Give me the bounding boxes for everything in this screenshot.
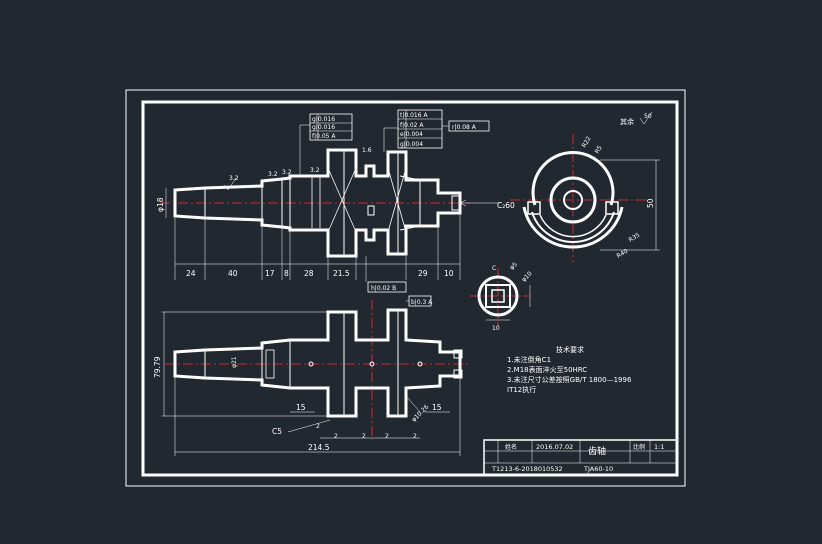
side-dim-50: 50 xyxy=(646,198,655,208)
dim-17: 17 xyxy=(265,269,275,278)
roughness-3: 3.2 xyxy=(282,169,292,176)
dim-15-right: 15 xyxy=(432,403,442,412)
inner-frame xyxy=(141,100,679,477)
scale-label: 比例 xyxy=(633,443,645,451)
outer-frame xyxy=(125,89,686,487)
dim-214-5: 214.5 xyxy=(308,443,330,452)
dim-40: 40 xyxy=(228,269,238,278)
designer: 姓名 xyxy=(505,443,517,451)
part-name: 齿轴 xyxy=(588,445,606,457)
section-label: C xyxy=(492,265,496,272)
scale-value: 1:1 xyxy=(654,443,664,451)
technical-notes: 技术要求 1.未注倒角C1 2.M18表面淬火至50HRC 3.未注尺寸公差按照… xyxy=(507,345,632,394)
drawing-number: T1213-6-2018010532 xyxy=(491,465,563,473)
chamfer-c5: C5 xyxy=(272,427,282,436)
tol-right: r|0.08 A xyxy=(452,124,477,131)
roughness-other-value: 50 xyxy=(644,113,652,120)
dim-2-c: 2 xyxy=(362,433,366,440)
section-view: C 10 φ5 φ10 xyxy=(470,261,534,332)
part-code: TJA60-10 xyxy=(583,465,613,473)
tol-bottom: h|0.02 B xyxy=(371,285,396,292)
tol-left-3: f|0.05 A xyxy=(312,133,336,140)
roughness-other: 其余 50 xyxy=(620,111,653,126)
dim-8: 8 xyxy=(284,269,289,278)
dim-height-79-79: 79.79 xyxy=(153,356,162,378)
side-view: 50 R22 R5 R35 R40 xyxy=(510,134,660,262)
section-dim-10-bottom: 10 xyxy=(492,325,500,332)
tol-center-1: t|0.016 A xyxy=(400,112,428,119)
dim-2-b: 2 xyxy=(334,433,338,440)
tol-left-2: g|0.016 xyxy=(312,124,335,131)
tol-center-3: e|0.004 xyxy=(400,131,423,138)
tol-center-2: f|0.02 A xyxy=(400,122,424,129)
tol-lower: b|0.3 A xyxy=(411,299,433,306)
tol-left-1: g|0.016 xyxy=(312,116,335,123)
front-view-dimensions: 24 40 17 8 28 21.5 29 10 φ18 3.2 3.2 3.2… xyxy=(156,147,515,280)
bottom-view-dimensions: 79.79 214.5 15 15 2 2 2 2 2 C5 φ21 φ10.2… xyxy=(153,295,461,456)
dim-2-d: 2 xyxy=(385,433,389,440)
side-dim-r40: R40 xyxy=(616,248,630,260)
note-2: 2.M18表面淬火至50HRC xyxy=(507,365,587,374)
roughness-5: 1.6 xyxy=(362,147,372,154)
dim-diameter-18: φ18 xyxy=(156,197,165,212)
roughness-other-label: 其余 xyxy=(620,117,634,126)
roughness-1: 3.2 xyxy=(229,175,239,182)
section-dim-phi10: φ10 xyxy=(520,270,533,283)
note-1: 1.未注倒角C1 xyxy=(507,355,551,364)
design-date: 2016.07.02 xyxy=(536,443,573,451)
section-dim-phi5: φ5 xyxy=(508,261,519,272)
front-view xyxy=(160,148,470,258)
roughness-2: 3.2 xyxy=(268,171,278,178)
notes-title: 技术要求 xyxy=(556,345,584,354)
tol-center-4: g|0.004 xyxy=(400,141,423,148)
tolerance-frames: g|0.016 g|0.016 f|0.05 A t|0.016 A f|0.0… xyxy=(299,109,490,293)
side-dim-r5: R5 xyxy=(594,144,604,155)
side-dim-r35: R35 xyxy=(628,232,642,244)
roughness-4: 3.2 xyxy=(310,167,320,174)
chamfer-c2-60: C₂60 xyxy=(497,201,515,210)
callout-phi10-26: φ10.26 xyxy=(410,403,430,423)
dim-10: 10 xyxy=(444,269,454,278)
dim-2-e: 2 xyxy=(413,433,417,440)
side-dim-r22: R22 xyxy=(581,135,593,149)
dim-24: 24 xyxy=(186,269,196,278)
note-3: 3.未注尺寸公差按照GB/T 1800—1996 xyxy=(507,375,632,384)
dim-15-left: 15 xyxy=(296,403,306,412)
dim-29: 29 xyxy=(418,269,428,278)
dim-21-5: 21.5 xyxy=(333,269,350,278)
title-block: 姓名 2016.07.02 齿轴 比例 1:1 T1213-6-20180105… xyxy=(483,439,678,476)
dim-2-a: 2 xyxy=(316,423,320,430)
dim-28: 28 xyxy=(304,269,314,278)
callout-phi21: φ21 xyxy=(231,356,238,368)
note-4: IT12执行 xyxy=(507,385,536,394)
bottom-view xyxy=(165,300,470,440)
